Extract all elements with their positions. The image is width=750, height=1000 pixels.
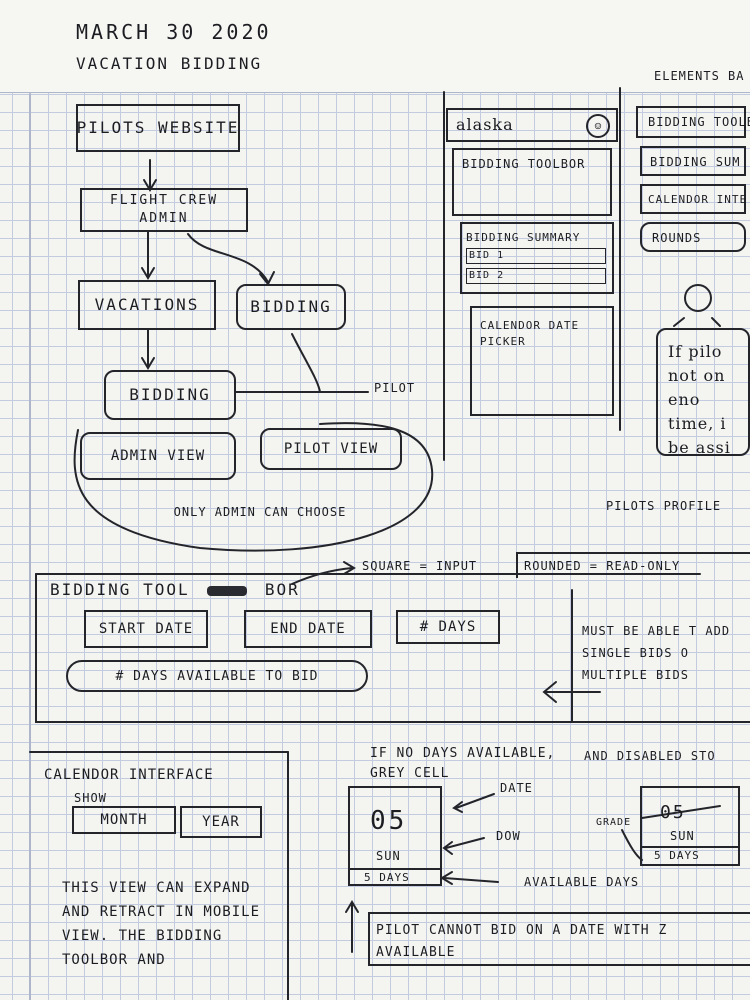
end-date-input[interactable]: END DATE <box>244 610 372 648</box>
legend-square: SQUARE = INPUT <box>362 559 478 573</box>
day-cell-example: 05 SUN 5 DAYS <box>348 786 442 886</box>
calendar-title: CALENDOR INTERFACE <box>44 767 214 783</box>
disabled-days: 5 DAYS <box>654 849 700 862</box>
bid-row: BID 1 <box>466 248 606 264</box>
disabled-note: AND DISABLED STO <box>584 749 716 763</box>
toggle-label: MONTH <box>100 812 148 828</box>
readonly-label: # DAYS AVAILABLE TO BID <box>115 668 319 684</box>
mock-a-summary: BIDDING SUMMARY BID 1 BID 2 <box>460 222 614 294</box>
mock-b-item: ROUNDS <box>640 222 746 252</box>
mock-b-item: CALENDOR INTE <box>640 184 746 214</box>
show-label: SHOW <box>74 791 107 805</box>
pilot-note: PILOT CANNOT BID ON A DATE WITH Z AVAILA… <box>376 923 668 960</box>
label-date: DATE <box>500 781 533 795</box>
input-label: START DATE <box>98 621 194 637</box>
cell-days: 5 DAYS <box>364 871 410 884</box>
summary-label: BIDDING SUMMARY <box>466 231 581 244</box>
pilot-note-box: PILOT CANNOT BID ON A DATE WITH Z AVAILA… <box>368 912 750 966</box>
pilots-profile-label: PILOTS PROFILE <box>606 499 722 513</box>
profile-icon: ☺ <box>586 114 610 138</box>
days-available-readonly: # DAYS AVAILABLE TO BID <box>66 660 368 692</box>
calendar-note: THIS VIEW CAN EXPAND AND RETRACT IN MOBI… <box>62 880 261 968</box>
calendar-label: CALENDOR DATE PICKER <box>480 319 580 348</box>
node-bidding-center: BIDDING <box>104 370 236 420</box>
scribble-mark <box>207 585 248 596</box>
bid-label: BID 2 <box>469 270 505 281</box>
node-label: FLIGHT CREW ADMIN <box>109 193 219 226</box>
label-dow: DOW <box>496 829 521 843</box>
node-label: ADMIN VIEW <box>110 448 206 464</box>
toolbar-title-a: BIDDING TOOL <box>50 580 190 599</box>
cell-header-note: IF NO DAYS AVAILABLE, GREY CELL <box>370 746 556 781</box>
node-label: BIDDING <box>129 385 211 404</box>
node-label: BIDDING <box>250 297 332 316</box>
mock-toolbar-label: BIDDING TOOLBOR <box>462 157 586 171</box>
month-toggle[interactable]: MONTH <box>72 806 176 834</box>
cell-dow: SUN <box>376 849 401 863</box>
page-title: VACATION BIDDING <box>76 54 263 73</box>
mock-a-header: alaska ☺ <box>446 108 618 142</box>
only-admin-note: ONLY ADMIN CAN CHOOSE <box>173 505 347 519</box>
toggle-label: YEAR <box>202 814 240 830</box>
start-date-input[interactable]: START DATE <box>84 610 208 648</box>
bid-label: BID 1 <box>469 250 505 261</box>
node-pilots-website: PILOTS WEBSITE <box>76 104 240 152</box>
mock-b-item: BIDDING TOOLB <box>636 106 750 138</box>
bid-row: BID 2 <box>466 268 606 284</box>
node-flight-crew-admin: FLIGHT CREW ADMIN <box>80 188 248 232</box>
node-label: PILOTS WEBSITE <box>76 118 240 137</box>
mock-b-label: ROUNDS <box>652 231 702 245</box>
disabled-date: 05 <box>660 802 686 823</box>
label-available: AVAILABLE DAYS <box>524 875 640 889</box>
input-label: END DATE <box>270 621 346 637</box>
mock-b-note: If pilo not on eno time, i be assi <box>656 328 750 457</box>
num-days-input[interactable]: # DAYS <box>396 610 500 644</box>
mock-b-note-text: If pilo not on eno time, i be assi <box>668 342 731 457</box>
elements-label: ELEMENTS BA <box>654 69 745 83</box>
legend-rounded-box: ROUNDED = READ-ONLY <box>516 552 750 578</box>
node-label: VACATIONS <box>94 295 200 314</box>
node-bidding-right: BIDDING <box>236 284 346 330</box>
legend-rounded: ROUNDED = READ-ONLY <box>524 559 681 573</box>
node-admin-view: ADMIN VIEW <box>80 432 236 480</box>
toolbar-title-b: BOR <box>264 580 300 599</box>
mock-b-label: BIDDING SUM <box>650 155 741 169</box>
node-pilot-view: PILOT VIEW <box>260 428 402 470</box>
mock-a-toolbar: BIDDING TOOLBOR <box>452 148 612 216</box>
year-toggle[interactable]: YEAR <box>180 806 262 838</box>
airline-name: alaska <box>456 115 514 134</box>
toolbar-note: MUST BE ABLE T ADD SINGLE BIDS O MULTIPL… <box>582 624 731 682</box>
node-label: PILOT VIEW <box>283 441 379 457</box>
page-date: MARCH 30 2020 <box>76 20 272 44</box>
cell-date: 05 <box>370 806 408 836</box>
mock-b-item: BIDDING SUM <box>640 146 746 176</box>
mock-b-label: BIDDING TOOLB <box>648 115 750 129</box>
input-label: # DAYS <box>419 619 477 635</box>
cell-days-bar: 5 DAYS <box>348 868 442 886</box>
node-vacations: VACATIONS <box>78 280 216 330</box>
mock-a-calendar: CALENDOR DATE PICKER <box>470 306 614 416</box>
disabled-days-bar: 5 DAYS <box>640 846 740 864</box>
disabled-dow: SUN <box>670 829 695 843</box>
grade-label: GRADE <box>596 817 632 828</box>
page-header-area <box>0 0 750 93</box>
pilot-label: PILOT <box>374 381 416 395</box>
day-cell-disabled: 05 SUN 5 DAYS <box>640 786 740 866</box>
mock-b-label: CALENDOR INTE <box>648 193 748 206</box>
toolbar-title: BIDDING TOOL BOR <box>50 582 300 598</box>
